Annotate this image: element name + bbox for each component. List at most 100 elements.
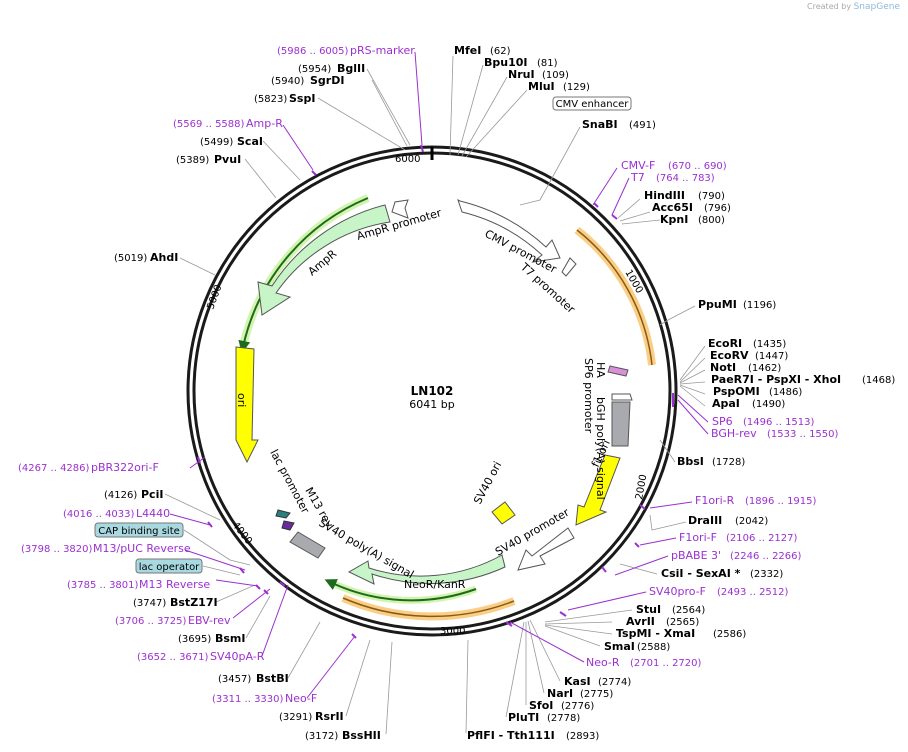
tick-2000: 2000 — [634, 474, 649, 501]
site-bsmi-pos: (3695) — [178, 634, 211, 645]
tick-3000: 3000 — [440, 626, 465, 637]
site-pluti: PluTI — [508, 711, 539, 724]
lac-operator-label: lac operator — [139, 562, 200, 573]
feature-ha: HA — [594, 362, 607, 378]
site-kpni-pos: (800) — [698, 215, 725, 226]
site-hindiii: HindIII — [644, 189, 685, 202]
site-ppumi-pos: (1196) — [743, 300, 776, 311]
cap-binding-label: CAP binding site — [98, 526, 180, 537]
site-ppumi: PpuMI — [698, 298, 737, 311]
site-ecori: EcoRI — [708, 337, 742, 350]
site-ecorv: EcoRV — [710, 349, 749, 362]
snapgene-credit: Created by SnapGene — [807, 2, 900, 12]
cmv-enhancer-box — [552, 96, 632, 111]
site-sspi-pos: (5823) — [254, 94, 287, 105]
cap-binding-box — [94, 522, 184, 538]
site-sspi: SspI — [289, 92, 315, 105]
primer-prs-marker-range: (5986 .. 6005) — [277, 46, 349, 57]
site-nrui-pos: (109) — [542, 70, 569, 81]
sp6-promoter-arrow — [611, 393, 633, 401]
snapgene-logo: SnapGene — [853, 2, 900, 12]
site-rsrii-pos: (3291) — [279, 712, 312, 723]
site-bbsi: BbsI — [677, 455, 704, 468]
site-sgrdi: SgrDI — [310, 74, 344, 87]
primer-l4440-range: (4016 .. 4033) — [63, 509, 135, 520]
site-bsshii: BssHII — [342, 729, 381, 742]
site-mfei-pos: (62) — [490, 46, 511, 57]
site-pvui: PvuI — [214, 153, 241, 166]
site-bpu10i: Bpu10I — [484, 56, 528, 69]
primer-m13-puc-reverse: M13/pUC Reverse — [93, 542, 191, 555]
primer-t7-range: (764 .. 783) — [656, 173, 715, 184]
primer-m13-puc-reverse-range: (3798 .. 3820) — [21, 544, 93, 555]
primer-cmv-f: CMV-F — [621, 159, 655, 172]
site-sexai: CsiI - SexAI * — [661, 567, 741, 580]
site-ecorv-pos: (1447) — [755, 351, 788, 362]
cmv-enhancer-label: CMV enhancer — [556, 99, 630, 110]
site-ahdi-pos: (5019) — [114, 253, 147, 264]
site-ahdi: AhdI — [150, 251, 178, 264]
site-tth111i-pos: (2893) — [566, 731, 599, 742]
primer-l4440: L4440 — [136, 507, 170, 520]
enzymes-left: (5954)BglII (5940)SgrDI (5823)SspI (5499… — [104, 62, 381, 742]
site-nrui: NruI — [508, 68, 535, 81]
site-pspomi-pos: (1486) — [769, 387, 802, 398]
ampr-promoter-arrow — [391, 199, 409, 219]
primer-neo-f: Neo-F — [285, 692, 317, 705]
site-bstz17i-pos: (3747) — [133, 598, 166, 609]
primer-sv40pro-f-range: (2493 .. 2512) — [717, 587, 789, 598]
site-noti-pos: (1462) — [748, 363, 781, 374]
feature-sv40-ori: SV40 ori — [471, 459, 504, 506]
site-kpni: KpnI — [660, 213, 688, 226]
site-bstbi-pos: (3457) — [218, 674, 251, 685]
primer-ebv-rev-range: (3706 .. 3725) — [115, 616, 187, 627]
ha-tag — [607, 365, 629, 377]
sv40-polya-box — [289, 531, 326, 559]
leader-lines-right — [449, 55, 706, 734]
site-pspomi: PspOMI — [713, 385, 760, 398]
site-draiii: DraIII — [688, 514, 722, 527]
site-pcii-pos: (4126) — [104, 490, 137, 501]
site-avrii-pos: (2565) — [666, 617, 699, 628]
primer-sv40pa-r: SV40pA-R — [210, 650, 265, 663]
site-rsrii: RsrII — [315, 710, 344, 723]
cap-site-box — [275, 509, 291, 519]
site-acc65i-pos: (796) — [704, 203, 731, 214]
site-apai-pos: (1490) — [752, 399, 785, 410]
site-avrii: AvrII — [626, 615, 655, 628]
plasmid-size: 6041 bp — [409, 398, 454, 411]
site-tth111i: PflFI - Tth111I — [467, 729, 555, 742]
feature-sp6-promoter: SP6 promoter — [582, 358, 595, 434]
primer-t7: T7 — [630, 171, 645, 184]
orf-arc-top-line — [576, 229, 653, 366]
site-bpu10i-pos: (81) — [537, 58, 558, 69]
tick-6000: 6000 — [395, 154, 420, 165]
t7-promoter-arrow — [561, 257, 577, 277]
primer-amp-r-range: (5569 .. 5588) — [173, 119, 245, 130]
site-bsshii-pos: (3172) — [305, 731, 338, 742]
lac-operator-box — [281, 520, 295, 531]
primer-pbabe-3-range: (2246 .. 2266) — [730, 551, 802, 562]
site-kasi: KasI — [564, 675, 591, 688]
site-kasi-pos: (2774) — [598, 677, 631, 688]
site-xmai: TspMI - XmaI — [616, 627, 695, 640]
site-xmai-pos: (2586) — [713, 629, 746, 640]
primer-f1ori-r: F1ori-R — [695, 494, 735, 507]
site-sfoi: SfoI — [529, 699, 553, 712]
site-apai: ApaI — [712, 397, 740, 410]
site-stui: StuI — [636, 603, 661, 616]
site-smai-pos: (2588) — [637, 642, 670, 653]
primer-lines — [169, 51, 709, 699]
site-snabi: SnaBI — [582, 118, 618, 131]
primer-neo-f-range: (3311 .. 3330) — [212, 694, 284, 705]
f1-ori-arrow — [575, 454, 621, 526]
feature-bgh-polya: bGH poly(A) signal — [594, 397, 607, 500]
feature-ori: ori — [235, 393, 248, 407]
site-scai-pos: (5499) — [200, 137, 233, 148]
site-sgrdi-pos: (5940) — [271, 76, 304, 87]
primer-prs-marker: pRS-marker — [350, 44, 415, 57]
site-ecori-pos: (1435) — [753, 339, 786, 350]
plasmid-name: LN102 — [411, 384, 454, 398]
site-pluti-pos: (2778) — [547, 713, 580, 724]
